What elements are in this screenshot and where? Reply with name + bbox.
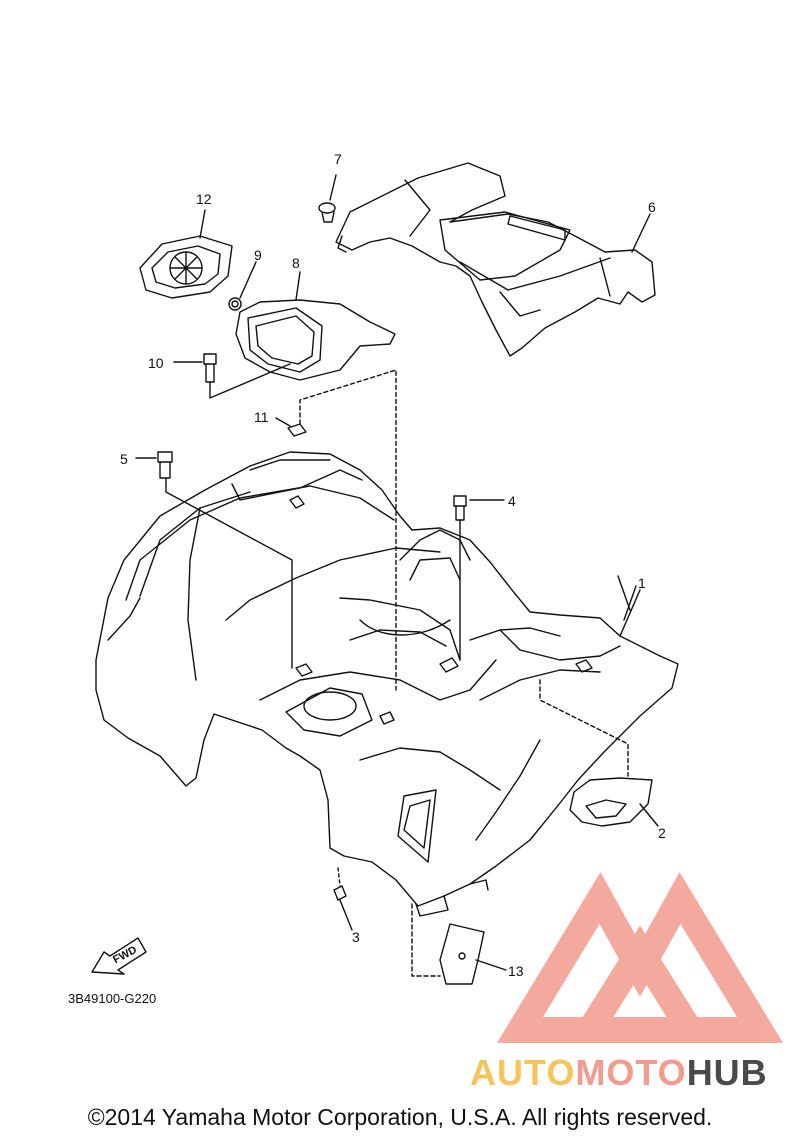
fwd-arrow-icon	[91, 937, 147, 975]
part-1-rear-fender	[95, 451, 679, 917]
watermark-hub: HUB	[686, 1052, 768, 1093]
part-5-bolt	[135, 451, 293, 669]
watermark-auto: AUTO	[470, 1052, 576, 1093]
callout-5: 5	[120, 451, 128, 467]
watermark-moto: MOTO	[575, 1052, 687, 1093]
callout-1: 1	[638, 575, 646, 591]
part-6-rear-top-panel	[335, 162, 656, 357]
callout-7: 7	[334, 151, 342, 167]
callout-10: 10	[148, 355, 164, 371]
callout-9: 9	[254, 247, 262, 263]
leader-line-6	[631, 213, 651, 253]
callout-4: 4	[508, 493, 516, 509]
part-11-clip	[275, 369, 397, 691]
part-7-rivet	[318, 174, 337, 223]
part-2-flap	[539, 679, 659, 827]
callout-12: 12	[196, 191, 212, 207]
part-4-bolt	[453, 495, 505, 661]
callout-3: 3	[352, 929, 360, 945]
callout-11: 11	[254, 409, 269, 425]
diagram-code: 3B49100-G220	[68, 991, 157, 1006]
automotohub-watermark: AUTOMOTOHUB	[470, 1052, 768, 1094]
part-8-inner-panel	[235, 271, 396, 381]
callout-6: 6	[648, 199, 656, 215]
callout-13: 13	[508, 963, 524, 979]
part-12-cap	[139, 209, 233, 299]
part-9-grommet	[228, 261, 257, 311]
callout-2: 2	[658, 825, 666, 841]
leader-line-1	[619, 589, 641, 637]
part-3-clip	[333, 867, 353, 931]
fwd-label: FWD	[111, 944, 139, 966]
automotohub-logo-icon	[496, 872, 784, 1043]
copyright-notice: ©2014 Yamaha Motor Corporation, U.S.A. A…	[87, 1104, 713, 1130]
part-10-bolt	[173, 353, 291, 399]
part-13-inner-flap	[411, 903, 507, 985]
callout-8: 8	[292, 255, 300, 271]
